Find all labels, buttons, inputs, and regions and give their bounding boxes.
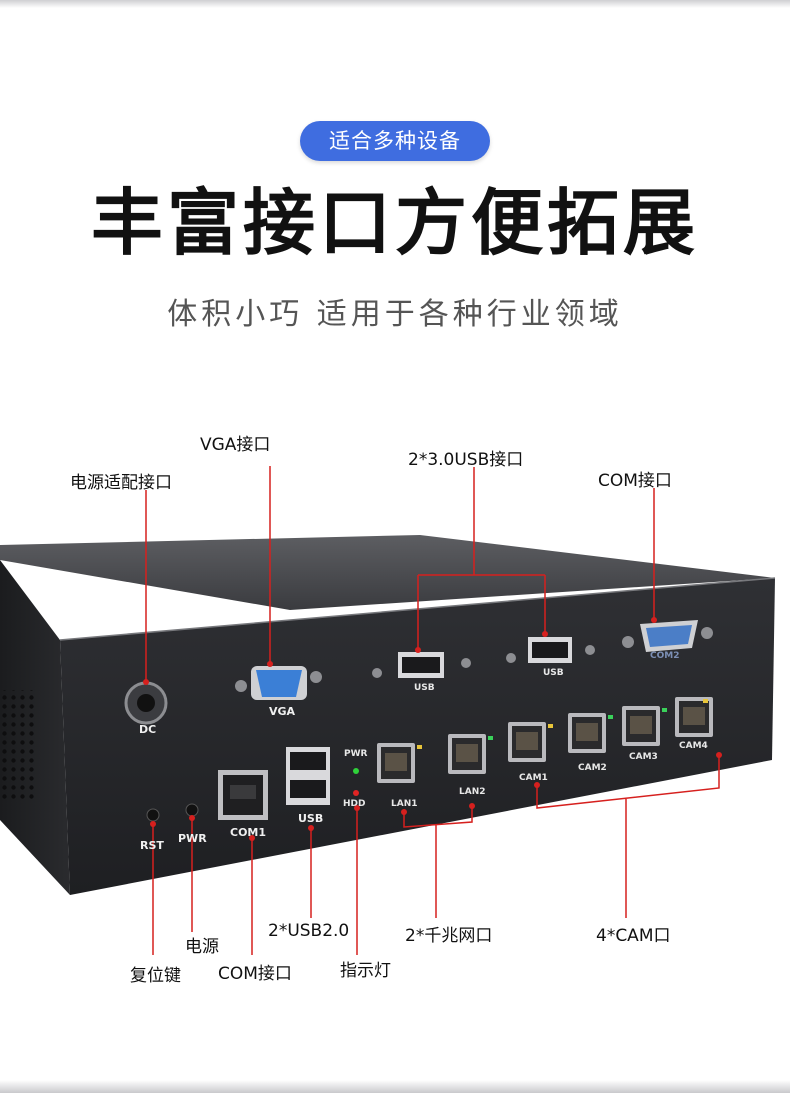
pwr-button-label: PWR	[178, 832, 207, 845]
cam2-label: CAM2	[578, 763, 607, 773]
vga-callout: VGA接口	[200, 435, 271, 455]
usb-bottom-label: USB	[298, 812, 324, 825]
com-top-callout: COM接口	[598, 471, 672, 491]
usb-top-1-label: USB	[414, 683, 435, 693]
power-adapter-callout: 电源适配接口	[70, 473, 172, 493]
lan1-label: LAN1	[391, 799, 418, 809]
com1-label: COM1	[230, 826, 267, 839]
cam3-label: CAM3	[629, 752, 658, 762]
chassis-top	[0, 535, 775, 610]
lan-callout: 2*千兆网口	[405, 926, 493, 946]
rst-label: RST	[140, 839, 164, 852]
usb-top-2-label: USB	[543, 668, 564, 678]
reset-callout: 复位键	[130, 966, 181, 986]
page-title: 丰富接口方便拓展	[90, 181, 699, 265]
com2-label: COM2	[650, 651, 680, 661]
bottom-edge	[0, 1080, 790, 1093]
page-subtitle: 体积小巧 适用于各种行业领域	[167, 297, 623, 332]
cam4-label: CAM4	[679, 741, 708, 751]
usb2-callout: 2*USB2.0	[268, 921, 350, 941]
cam1-label: CAM1	[519, 773, 548, 783]
cam-callout: 4*CAM口	[596, 926, 671, 946]
vga-label: VGA	[269, 705, 296, 718]
lan2-label: LAN2	[459, 787, 486, 797]
power-callout: 电源	[185, 937, 219, 957]
badge: 适合多种设备	[300, 121, 490, 161]
top-edge	[0, 0, 790, 8]
com-bottom-callout: COM接口	[218, 964, 292, 984]
indicator-callout: 指示灯	[340, 961, 391, 981]
pwr-led-label: PWR	[344, 749, 368, 759]
dc-label: DC	[139, 723, 157, 736]
hdd-led-label: HDD	[343, 799, 366, 809]
usb3-callout: 2*3.0USB接口	[408, 450, 524, 470]
